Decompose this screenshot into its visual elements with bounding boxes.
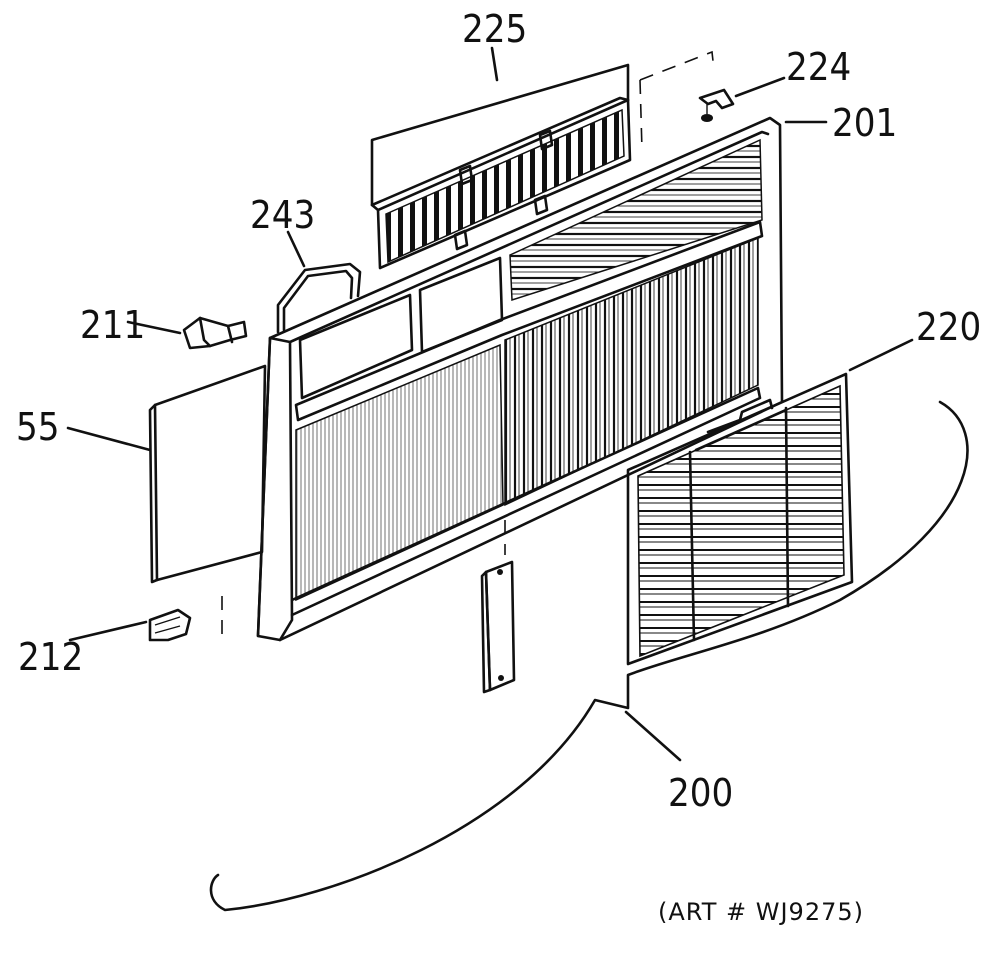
part-220-grille xyxy=(626,372,854,666)
leader-220 xyxy=(848,338,914,372)
leader-211 xyxy=(126,320,182,335)
label-225: 225 xyxy=(462,7,527,51)
leader-212 xyxy=(68,620,148,642)
assembly-bracket-200 xyxy=(209,400,969,912)
part-211-clip xyxy=(182,316,248,350)
latch-part xyxy=(480,560,516,694)
part-224-clip xyxy=(698,88,735,122)
part-243-bracket xyxy=(276,262,362,334)
part-201-front-panel xyxy=(256,116,784,642)
alignment-line-224b xyxy=(639,79,643,151)
leader-224 xyxy=(734,76,786,98)
art-number: (ART # WJ9275) xyxy=(658,898,864,926)
leader-225 xyxy=(490,46,499,82)
part-212-clip xyxy=(148,608,192,642)
label-224: 224 xyxy=(786,45,851,89)
label-200: 200 xyxy=(668,771,733,815)
label-212: 212 xyxy=(18,635,83,679)
part-55-filter xyxy=(148,364,267,584)
alignment-line-224 xyxy=(639,50,715,81)
part-225-top-louver xyxy=(370,96,632,270)
leader-200 xyxy=(624,710,682,762)
leader-243 xyxy=(286,230,306,268)
leader-55 xyxy=(66,426,152,452)
label-220: 220 xyxy=(916,305,981,349)
bracket-225 xyxy=(370,63,630,207)
label-211: 211 xyxy=(80,303,145,347)
label-243: 243 xyxy=(250,193,315,237)
label-55: 55 xyxy=(16,405,60,449)
label-201: 201 xyxy=(832,101,897,145)
